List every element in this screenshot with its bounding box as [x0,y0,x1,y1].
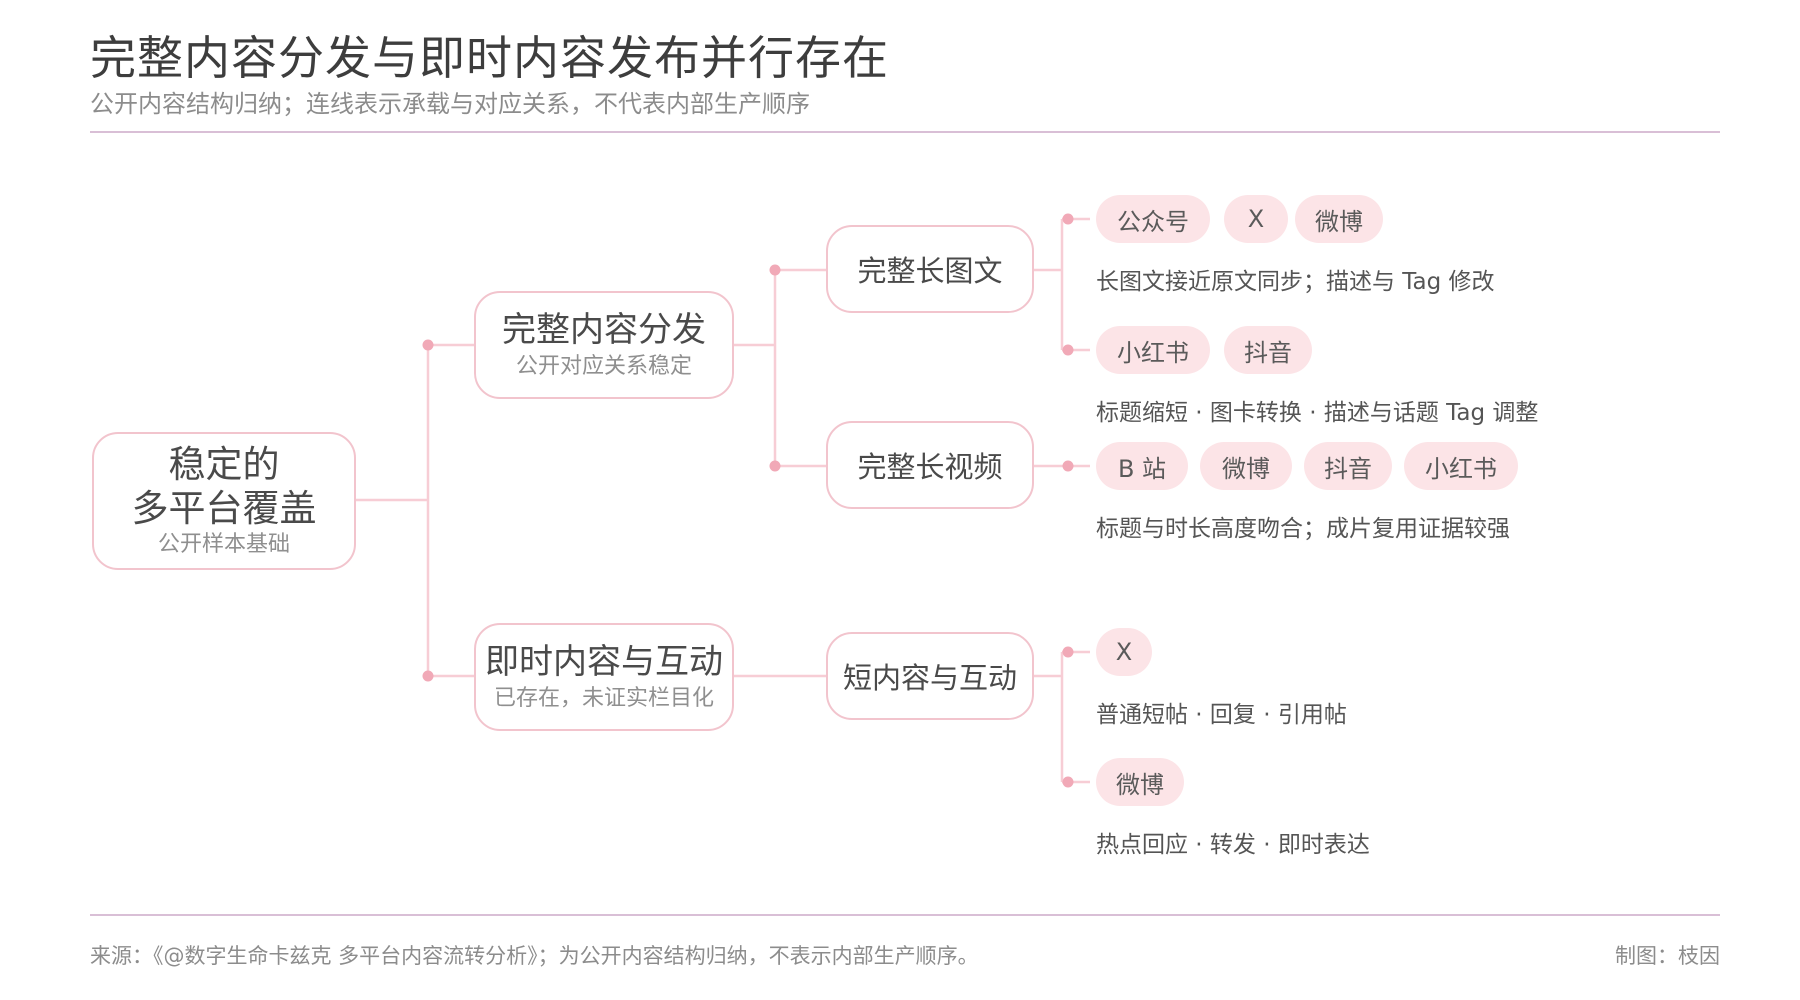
dot-long-article [769,264,781,276]
dot-long-video [769,460,781,472]
root-line1: 稳定的 [168,443,280,486]
dot-video-chips [1062,460,1074,472]
chip-platform: 小红书 [1404,442,1518,490]
branch-instant-label: 即时内容与互动 [485,642,723,682]
chip-platform: B 站 [1096,442,1188,490]
dot-article-group2 [1062,344,1074,356]
root-sub: 公开样本基础 [157,532,290,557]
dot-article-group1 [1062,213,1074,225]
footer-credit: 制图：枝因 [1615,944,1720,968]
node-short-label: 短内容与互动 [842,661,1017,695]
desc-article-group2: 标题缩短 · 图卡转换 · 描述与话题 Tag 调整 [1096,400,1539,426]
desc-short-group2: 热点回应 · 转发 · 即时表达 [1096,832,1370,858]
desc-short-group1: 普通短帖 · 回复 · 引用帖 [1096,702,1347,728]
desc-video: 标题与时长高度吻合；成片复用证据较强 [1096,516,1510,542]
branch-full-sub: 公开对应关系稳定 [515,354,692,379]
root-line2: 多平台覆盖 [131,487,317,530]
chip-platform: X [1224,195,1288,243]
node-long-article-label: 完整长图文 [857,254,1003,288]
desc-article-group1: 长图文接近原文同步；描述与 Tag 修改 [1096,269,1495,295]
dot-instant [422,670,434,682]
dot-full [422,339,434,351]
node-long-video: 完整长视频 [826,421,1034,509]
chip-platform: 微博 [1295,195,1383,243]
branch-full-node: 完整内容分发 公开对应关系稳定 [474,291,734,399]
node-long-video-label: 完整长视频 [857,450,1003,484]
root-node: 稳定的 多平台覆盖 公开样本基础 [92,432,356,570]
dot-short-group2 [1062,776,1074,788]
header-divider [90,131,1720,133]
chip-platform: 微博 [1200,442,1292,490]
footer-source: 来源：《@数字生命卡兹克 多平台内容流转分析》；为公开内容结构归纳，不表示内部生… [90,944,979,968]
branch-full-label: 完整内容分发 [502,310,706,350]
chip-platform: 小红书 [1096,326,1210,374]
node-long-article: 完整长图文 [826,225,1034,313]
page-title: 完整内容分发与即时内容发布并行存在 [90,31,889,85]
chip-platform: 公众号 [1096,195,1210,243]
chip-platform: 抖音 [1304,442,1392,490]
chip-platform: 抖音 [1224,326,1312,374]
node-short: 短内容与互动 [826,632,1034,720]
chip-platform: X [1096,628,1152,676]
footer-divider [90,914,1720,916]
page-subtitle: 公开内容结构归纳；连线表示承载与对应关系，不代表内部生产顺序 [90,90,810,118]
branch-instant-node: 即时内容与互动 已存在，未证实栏目化 [474,623,734,731]
dot-short-group1 [1062,646,1074,658]
branch-instant-sub: 已存在，未证实栏目化 [493,686,714,711]
chip-platform: 微博 [1096,758,1184,806]
